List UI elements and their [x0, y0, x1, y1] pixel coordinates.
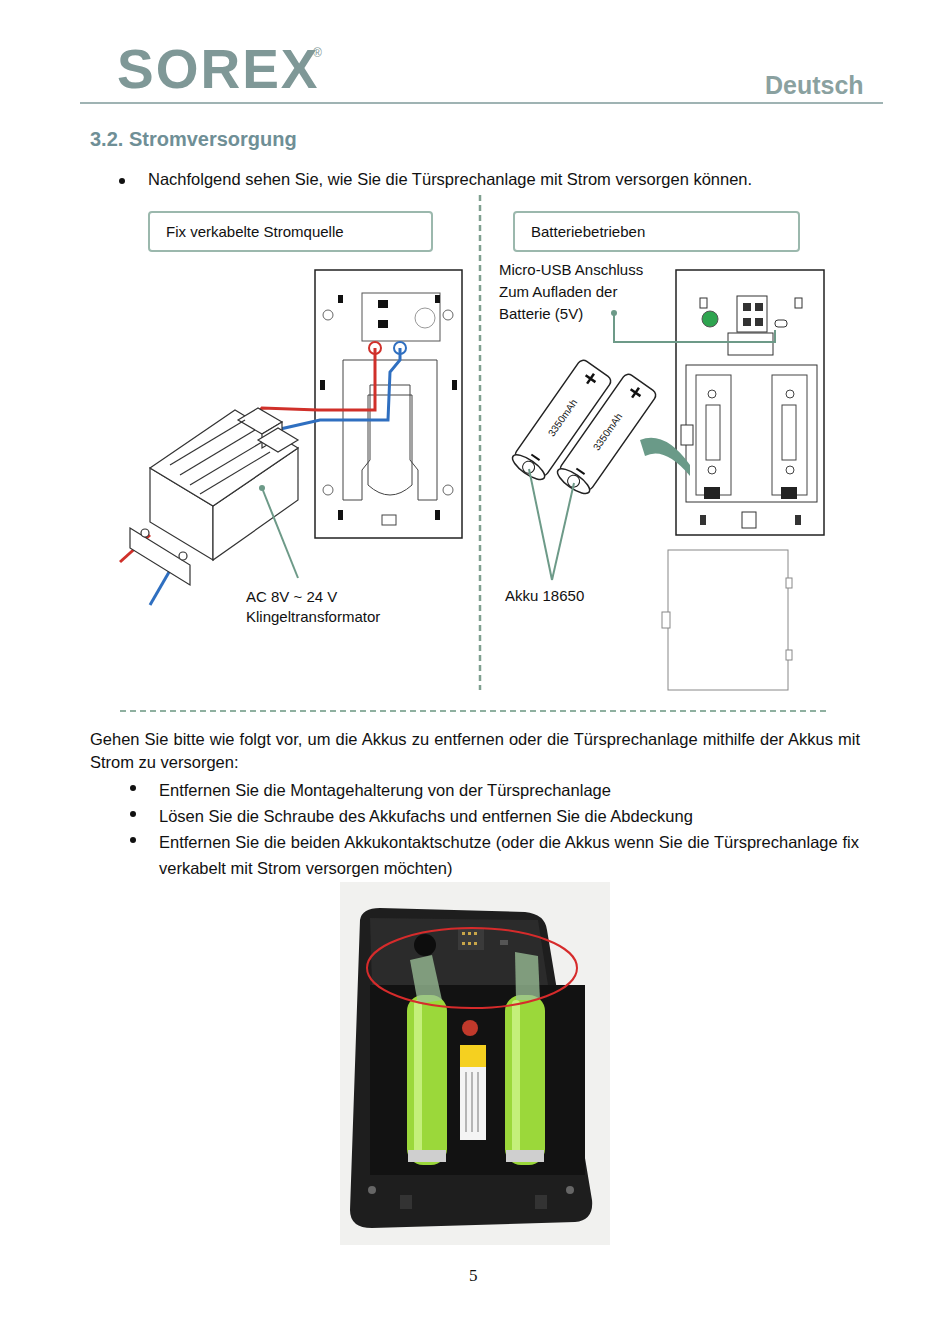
section-box: Fix verkabelte Stromquelle [148, 211, 433, 252]
box-label: Fix verkabelte Stromquelle [166, 223, 344, 240]
instruction-text: Gehen Sie bitte wie folgt vor, um die Ak… [90, 728, 860, 774]
ribbon [640, 438, 690, 476]
leader-line [529, 469, 574, 580]
wires [120, 348, 400, 605]
registered-mark: ® [313, 46, 322, 60]
callout-label: AC 8V ~ 24 V Klingeltransformator [246, 587, 398, 627]
callout-label: Akku 18650 [505, 587, 584, 605]
divider-line [120, 710, 828, 712]
device-back [676, 270, 824, 535]
brand-logo: SOREX [117, 36, 320, 102]
leader-line [259, 485, 298, 578]
language-tag: Deutsch [765, 70, 864, 100]
step-text: Entfernen Sie die Montagehalterung von d… [159, 777, 859, 803]
header-rule [80, 102, 883, 104]
battery [554, 372, 658, 498]
step-text: Entfernen Sie die beiden Akkukontaktschu… [159, 829, 859, 881]
section-title: 3.2. Stromversorgung [90, 128, 297, 151]
step-text: Lösen Sie die Schraube des Akkufachs und… [159, 803, 859, 829]
device-photo [340, 882, 610, 1245]
callout-label: Micro-USB Anschluss Zum Aufladen der Bat… [499, 259, 661, 325]
box-label: Batteriebetrieben [531, 223, 645, 240]
transformer [130, 408, 298, 585]
divider-line [479, 195, 482, 690]
page-number: 5 [469, 1266, 478, 1286]
leader-line [611, 310, 775, 342]
section-box: Batteriebetrieben [513, 211, 800, 252]
intro-text: Nachfolgend sehen Sie, wie Sie die Türsp… [148, 170, 888, 190]
battery-cover [662, 550, 792, 690]
